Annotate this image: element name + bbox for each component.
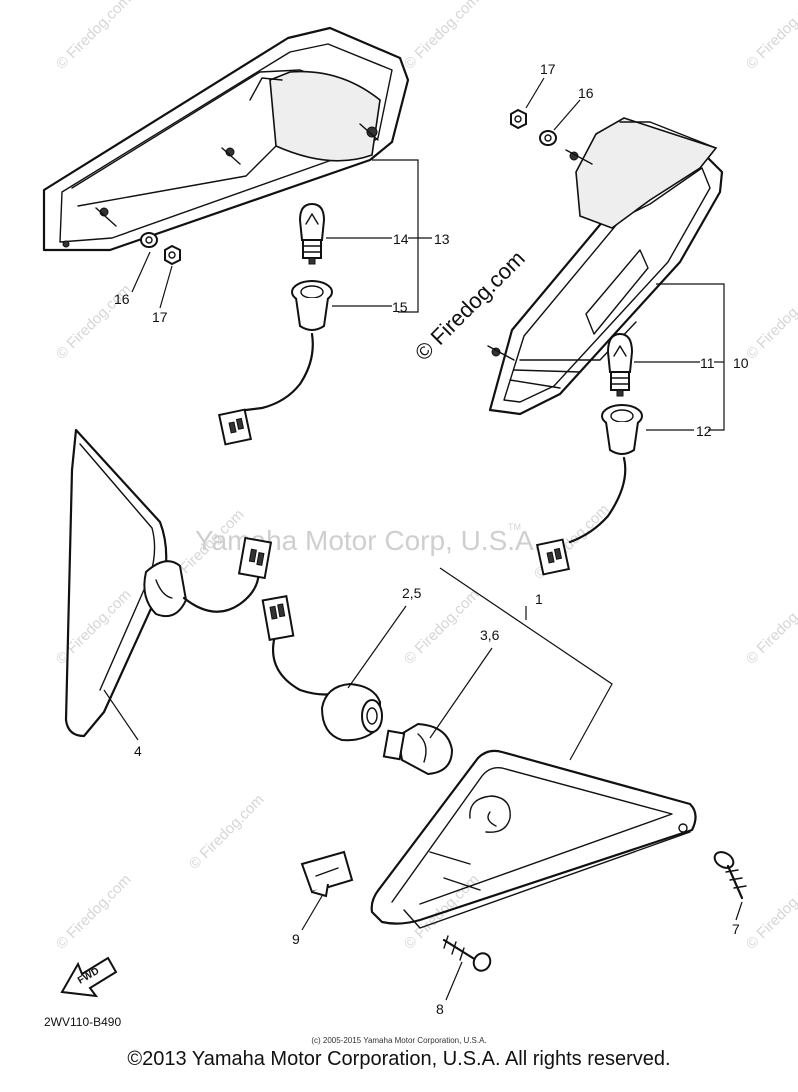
callout-11: 11 — [700, 355, 715, 371]
watermark: © Firedog.com — [401, 0, 483, 73]
watermark: © Firedog.com — [743, 281, 798, 363]
connector-plug — [261, 595, 295, 641]
front-flasher-right-lens — [370, 749, 697, 929]
watermark: © Firedog.com — [53, 586, 135, 668]
callout-1: 1 — [535, 591, 543, 607]
callout-9: 9 — [292, 931, 300, 947]
callout-12: 12 — [696, 423, 712, 439]
callout-labels: 1 2,5 3,6 4 7 8 9 10 11 12 13 14 15 16 1… — [114, 61, 749, 1017]
watermark: © Firedog.com — [186, 791, 268, 873]
callout-10: 10 — [733, 355, 749, 371]
callout-7: 7 — [732, 921, 740, 937]
washer-16-left — [140, 232, 158, 248]
callout-13: 13 — [434, 231, 450, 247]
callout-17-right: 17 — [540, 61, 556, 77]
rear-flasher-left-housing — [42, 26, 410, 252]
socket-2-5 — [261, 595, 407, 742]
screw-7 — [713, 851, 747, 921]
leader-lines-left-group — [131, 159, 432, 313]
bulb-14 — [298, 202, 326, 265]
firedog-main-watermark: © Firedog.com — [410, 246, 530, 366]
callout-14: 14 — [393, 231, 409, 247]
small-copyright: (c) 2005-2015 Yamaha Motor Corporation, … — [311, 1036, 487, 1045]
forward-arrow-icon: FWD — [60, 956, 118, 998]
bulb-3-6 — [382, 647, 493, 776]
callout-8: 8 — [436, 1001, 444, 1017]
watermark: © Firedog.com — [743, 586, 798, 668]
callout-17-left: 17 — [152, 309, 168, 325]
front-flasher-left-lens — [64, 428, 273, 741]
callout-4: 4 — [134, 743, 142, 759]
watermark: © Firedog.com — [743, 871, 798, 953]
leader-lines-right-group — [525, 77, 725, 431]
callout-2-5: 2,5 — [402, 585, 422, 601]
bulb-11 — [606, 332, 634, 397]
diagram-code: 2WV110-B490 — [44, 1015, 121, 1029]
rear-flasher-right-housing — [487, 117, 724, 416]
clip-9 — [300, 850, 354, 931]
nut-17-right — [510, 108, 527, 130]
nut-17-left — [164, 244, 181, 266]
trademark-mark: TM — [508, 522, 521, 532]
watermark: © Firedog.com — [53, 0, 135, 73]
callout-16-left: 16 — [114, 291, 130, 307]
socket-12 — [535, 404, 643, 576]
watermark: © Firedog.com — [53, 871, 135, 953]
screw-8 — [442, 935, 492, 1001]
watermark: © Firedog.com — [743, 0, 798, 73]
footer-copyright: ©2013 Yamaha Motor Corporation, U.S.A. A… — [127, 1048, 671, 1070]
mounting-stud — [366, 126, 378, 138]
washer-16-right — [539, 130, 557, 146]
callout-16-right: 16 — [578, 85, 594, 101]
socket-15 — [217, 280, 333, 446]
leader-1-bracket — [439, 567, 613, 761]
callout-3-6: 3,6 — [480, 627, 500, 643]
callout-15: 15 — [392, 299, 408, 315]
